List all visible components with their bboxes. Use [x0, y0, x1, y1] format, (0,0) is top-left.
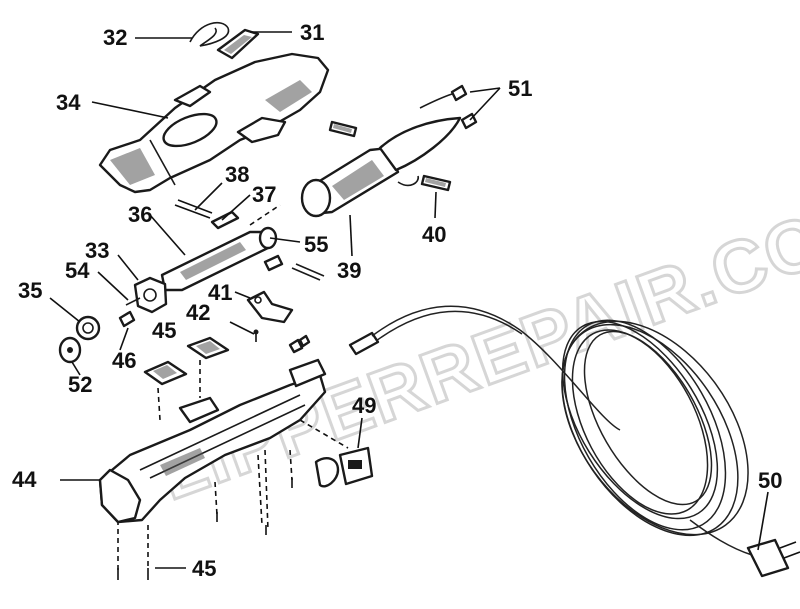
label-36: 36 — [128, 202, 152, 227]
label-38: 38 — [225, 162, 249, 187]
label-40: 40 — [422, 222, 446, 247]
label-39: 39 — [337, 258, 361, 283]
part-35-washer — [75, 315, 101, 341]
label-55: 55 — [304, 232, 328, 257]
label-42: 42 — [186, 300, 210, 325]
label-49: 49 — [352, 393, 376, 418]
label-52: 52 — [68, 372, 92, 397]
label-44: 44 — [12, 467, 37, 492]
part-36-armature — [160, 226, 278, 292]
label-37: 37 — [252, 182, 276, 207]
part-42-screw — [253, 329, 259, 342]
part-cord-clamps — [288, 334, 311, 354]
part-37-small-bar — [210, 210, 240, 230]
label-31: 31 — [300, 20, 324, 45]
label-33: 33 — [85, 238, 109, 263]
part-44-bottom-housing — [98, 358, 327, 524]
assembly-lines — [117, 360, 349, 570]
part-34-top-housing — [98, 52, 330, 194]
part-40-brush — [420, 174, 452, 192]
part-55-spring — [249, 204, 325, 281]
label-35: 35 — [18, 278, 42, 303]
label-32: 32 — [103, 25, 127, 50]
part-46-rod — [118, 310, 136, 328]
label-51: 51 — [508, 76, 532, 101]
label-46: 46 — [112, 348, 136, 373]
power-cord — [348, 305, 800, 578]
label-45-upper: 45 — [152, 318, 176, 343]
part-38-pin — [174, 199, 213, 219]
label-54: 54 — [65, 258, 90, 283]
bottom-screws — [117, 478, 293, 580]
label-41: 41 — [208, 280, 232, 305]
part-41-bracket — [246, 290, 294, 324]
part-31-grille-plate — [216, 28, 260, 60]
part-45-plates — [143, 336, 230, 386]
part-54-pin — [125, 297, 141, 306]
part-39-coil-housing — [300, 116, 462, 218]
part-52-disc — [58, 336, 82, 364]
label-45-lower: 45 — [192, 556, 216, 581]
part-labels: 32 31 34 51 38 37 36 55 39 40 33 54 35 4… — [12, 20, 782, 581]
part-32-spring-clip — [189, 21, 230, 47]
label-50: 50 — [758, 468, 782, 493]
part-brush-left — [328, 120, 358, 138]
part-49-switch — [314, 446, 374, 488]
part-33-end-cap — [133, 276, 168, 314]
label-34: 34 — [56, 90, 81, 115]
leader-lines — [49, 31, 769, 569]
